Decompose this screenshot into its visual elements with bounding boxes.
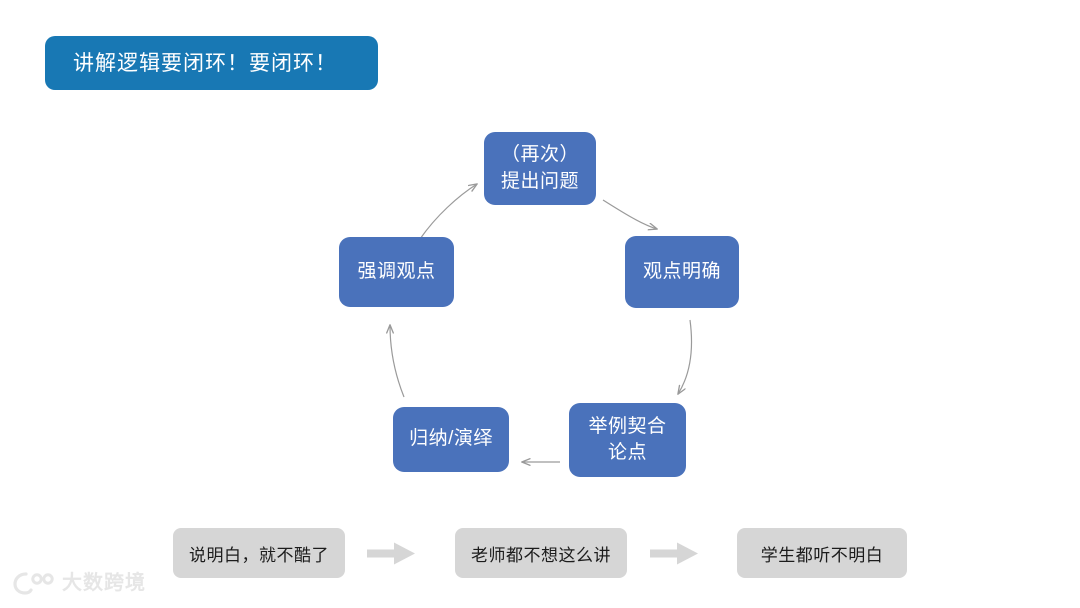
watermark-label: 大数跨境 [62,572,146,594]
cycle-node-label: （再次） 提出问题 [500,144,579,192]
consequence-box-teacher-unwilling[interactable]: 老师都不想这么讲 [455,528,627,578]
cycle-node-emphasize-viewpoint[interactable]: 强调观点 [339,237,454,307]
consequence-label: 说明白，就不酷了 [189,545,329,565]
consequence-label: 老师都不想这么讲 [471,545,611,565]
cycle-node-example-fits-argument[interactable]: 举例契合 论点 [569,403,686,477]
arrow-viewpoint-to-example [678,319,693,394]
arrow-emphasize-to-question [419,184,477,240]
block-arrow-right-icon [650,542,698,565]
consequence-box-student-confused[interactable]: 学生都听不明白 [737,528,907,578]
cycle-node-raise-question[interactable]: （再次） 提出问题 [484,132,596,205]
cycle-node-label: 观点明确 [642,260,721,282]
title-banner: 讲解逻辑要闭环！要闭环！ [45,36,378,90]
page-title: 讲解逻辑要闭环！要闭环！ [73,51,337,75]
brand-logo-icon [13,572,54,595]
cycle-node-label: 归纳/演绎 [409,428,493,450]
block-arrow-right-icon [367,542,415,565]
cycle-node-induction-deduction[interactable]: 归纳/演绎 [393,407,509,472]
consequence-row: 说明白，就不酷了 老师都不想这么讲 学生都听不明白 [0,528,1080,580]
arrow-induction-to-emphasize [390,325,405,398]
cycle-node-label: 举例契合 论点 [588,415,667,463]
cycle-node-clear-viewpoint[interactable]: 观点明确 [625,236,739,308]
consequence-box-not-cool[interactable]: 说明白，就不酷了 [173,528,345,578]
arrow-question-to-viewpoint [602,199,657,229]
consequence-label: 学生都听不明白 [760,545,884,565]
cycle-node-label: 强调观点 [357,260,436,282]
watermark: 大数跨境 [12,570,146,596]
